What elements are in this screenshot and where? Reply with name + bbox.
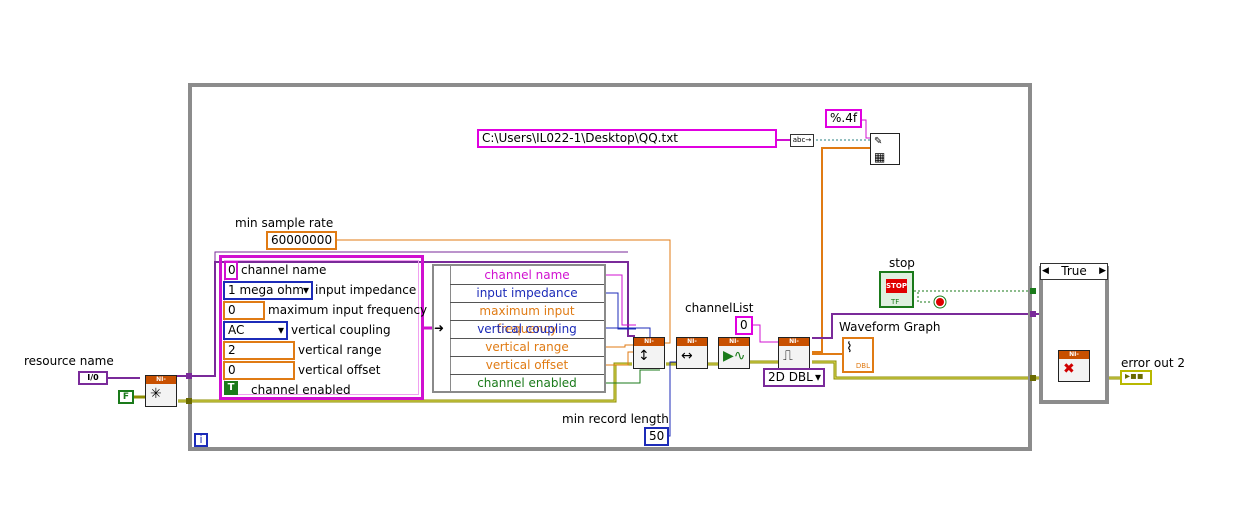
max-input-frequency-label: maximum input frequency: [268, 303, 428, 317]
waveform-graph-label: Waveform Graph: [839, 320, 941, 334]
channel-enabled-label: channel enabled: [251, 383, 351, 397]
unbundle-row[interactable]: channel enabled: [477, 376, 577, 390]
unbundle-row[interactable]: vertical offset: [450, 356, 604, 375]
stop-label: stop: [889, 256, 915, 270]
unbundle-by-name-node[interactable]: channel name input impedance maximum inp…: [432, 264, 606, 393]
format-string-constant[interactable]: %.4f: [825, 109, 863, 128]
case-next-icon[interactable]: ▶: [1099, 266, 1106, 276]
unbundle-input-side: [434, 266, 451, 391]
unbundle-row[interactable]: input impedance: [450, 284, 604, 303]
vertical-offset-control[interactable]: 0: [223, 361, 295, 380]
stop-button-face[interactable]: STOP: [886, 279, 907, 293]
initialize-icon: ✳: [150, 386, 162, 402]
niscope-fetch-vi[interactable]: NI-SCOPE ⎍: [778, 337, 810, 369]
vertical-range-label: vertical range: [298, 343, 382, 357]
vertical-coupling-label: vertical coupling: [291, 323, 391, 337]
unbundle-row[interactable]: vertical coupling: [450, 320, 604, 339]
tunnel-resource-out: [1030, 311, 1036, 317]
error-out-label: error out 2: [1121, 356, 1185, 370]
case-prev-icon[interactable]: ◀: [1042, 266, 1049, 276]
error-cluster-icon: ▸▪▪: [1125, 371, 1144, 382]
file-path-control[interactable]: C:\Users\IL022-1\Desktop\QQ.txt: [477, 129, 777, 148]
loop-iteration-terminal: i: [194, 433, 208, 447]
unbundle-row[interactable]: vertical range: [450, 338, 604, 357]
min-record-length-label: min record length: [562, 412, 669, 426]
configure-horizontal-icon: ↔: [681, 348, 693, 364]
fetch-icon: ⎍: [783, 348, 793, 364]
tunnel-resource-in: [186, 373, 192, 379]
unbundle-row[interactable]: maximum input frequency: [450, 302, 604, 336]
write-to-spreadsheet-file-vi[interactable]: ✎ ▦: [870, 133, 900, 165]
loop-iteration-label: i: [199, 433, 203, 446]
tunnel-error-out: [1030, 375, 1036, 381]
tunnel-error-in: [186, 398, 192, 404]
resource-name-label: resource name: [24, 354, 114, 368]
niscope-initiate-acquisition-vi[interactable]: NI-SCOPE ▶∿: [718, 337, 750, 369]
input-impedance-ring[interactable]: 1 mega ohm: [223, 281, 313, 300]
case-selector[interactable]: ◀ True ▶: [1040, 263, 1108, 280]
tunnel-stop-out: [1030, 288, 1036, 294]
max-input-frequency-control[interactable]: 0: [223, 301, 265, 320]
channel-list-label: channelList: [685, 301, 754, 315]
configure-vertical-icon: ↕: [638, 348, 650, 364]
fetch-type-selector[interactable]: 2D DBL: [763, 368, 825, 387]
waveform-graph-type: DBL: [855, 362, 870, 370]
resource-name-control[interactable]: I/0: [78, 371, 108, 385]
bool-constant-value: F: [122, 392, 130, 402]
vertical-range-control[interactable]: 2: [223, 341, 295, 360]
arrow-into-unbundle-icon: ➜: [434, 321, 445, 335]
case-structure[interactable]: [1039, 266, 1109, 404]
vi-header: NI-SCOPE: [146, 376, 176, 384]
spreadsheet-grid-icon: ▦: [874, 150, 886, 164]
min-sample-rate-label: min sample rate: [235, 216, 334, 230]
channel-name-label: channel name: [241, 263, 327, 277]
string-to-path-icon: abc→: [790, 134, 814, 147]
resource-name-glyph: I/0: [87, 373, 99, 382]
channel-config-cluster[interactable]: [219, 255, 424, 400]
niscope-close-vi[interactable]: NI-SCOPE ✖: [1058, 350, 1090, 382]
close-icon: ✖: [1063, 361, 1075, 377]
input-impedance-label: input impedance: [315, 283, 417, 297]
spreadsheet-icon: ✎: [874, 136, 883, 147]
error-out-indicator[interactable]: ▸▪▪: [1120, 370, 1152, 385]
niscope-initialize-vi[interactable]: NI-SCOPE ✳: [145, 375, 177, 407]
channel-enabled-checkbox[interactable]: T: [224, 381, 238, 395]
channel-name-control[interactable]: 0: [224, 261, 238, 280]
min-record-length-control[interactable]: 50: [644, 427, 670, 446]
vertical-offset-label: vertical offset: [298, 363, 381, 377]
niscope-configure-horizontal-vi[interactable]: NI-SCOPE ↔: [676, 337, 708, 369]
channel-list-control[interactable]: 0: [735, 316, 753, 335]
stop-button-terminal[interactable]: STOP TF: [879, 271, 914, 308]
stop-type: TF: [891, 298, 900, 306]
case-selector-value: True: [1061, 264, 1087, 278]
initiate-acquisition-icon: ▶∿: [723, 348, 746, 364]
waveform-graph-terminal[interactable]: ⌇ DBL: [842, 337, 874, 373]
unbundle-row[interactable]: channel name: [450, 266, 604, 285]
min-sample-rate-control[interactable]: 60000000: [266, 231, 338, 250]
waveform-graph-icon: ⌇: [846, 340, 853, 356]
niscope-configure-vertical-vi[interactable]: NI-SCOPE ↕: [633, 337, 665, 369]
vertical-coupling-ring[interactable]: AC: [223, 321, 288, 340]
while-loop[interactable]: [188, 83, 1032, 451]
reset-device-constant[interactable]: F: [118, 390, 134, 404]
